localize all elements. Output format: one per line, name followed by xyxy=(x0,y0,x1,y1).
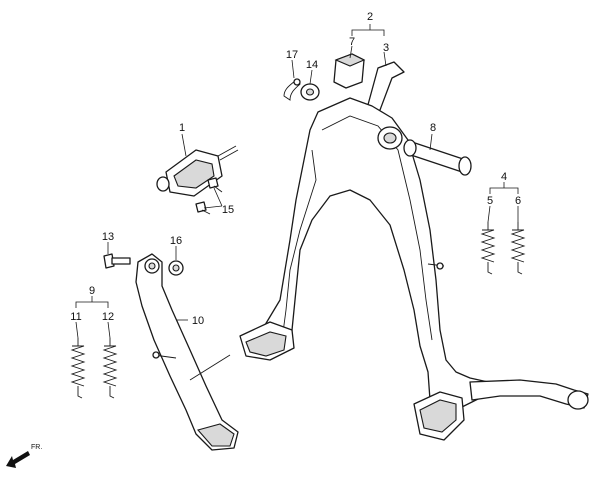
callout-8: 8 xyxy=(430,122,436,134)
side-stand xyxy=(135,253,239,451)
washer xyxy=(300,83,320,101)
callout-15: 15 xyxy=(222,204,234,216)
callout-12: 12 xyxy=(102,311,114,323)
switch-bolts xyxy=(195,177,223,215)
cotter-pin xyxy=(283,78,301,101)
callout-labels: 2 7 3 17 14 8 1 15 4 5 6 13 16 9 11 12 1… xyxy=(70,11,521,327)
main-stand-spring-outer xyxy=(480,222,496,275)
callout-11: 11 xyxy=(70,311,81,323)
callout-9: 9 xyxy=(89,285,95,297)
callout-2: 2 xyxy=(367,11,373,23)
callout-14: 14 xyxy=(306,59,318,71)
callout-6: 6 xyxy=(515,195,521,207)
callout-7: 7 xyxy=(349,36,355,48)
side-stand-switch xyxy=(156,145,239,197)
callout-3: 3 xyxy=(383,42,389,54)
callout-5: 5 xyxy=(487,195,493,207)
side-stand-nut xyxy=(168,260,184,276)
front-direction-label: FR. xyxy=(31,444,42,451)
main-stand-spring-inner xyxy=(510,222,526,275)
side-stand-spring-outer xyxy=(70,338,86,399)
callout-10: 10 xyxy=(192,315,204,327)
stopper-rubber xyxy=(333,53,366,89)
callout-4: 4 xyxy=(501,171,507,183)
callout-13: 13 xyxy=(102,231,114,243)
pivot-shaft xyxy=(403,139,472,176)
callout-1: 1 xyxy=(179,122,185,134)
side-stand-spring-inner xyxy=(102,338,118,399)
callout-17: 17 xyxy=(286,49,298,61)
main-stand xyxy=(239,61,589,441)
front-direction-arrow: FR. xyxy=(6,444,42,468)
side-stand-bolt xyxy=(103,253,131,269)
leader-lines xyxy=(75,24,519,339)
callout-16: 16 xyxy=(170,235,182,247)
